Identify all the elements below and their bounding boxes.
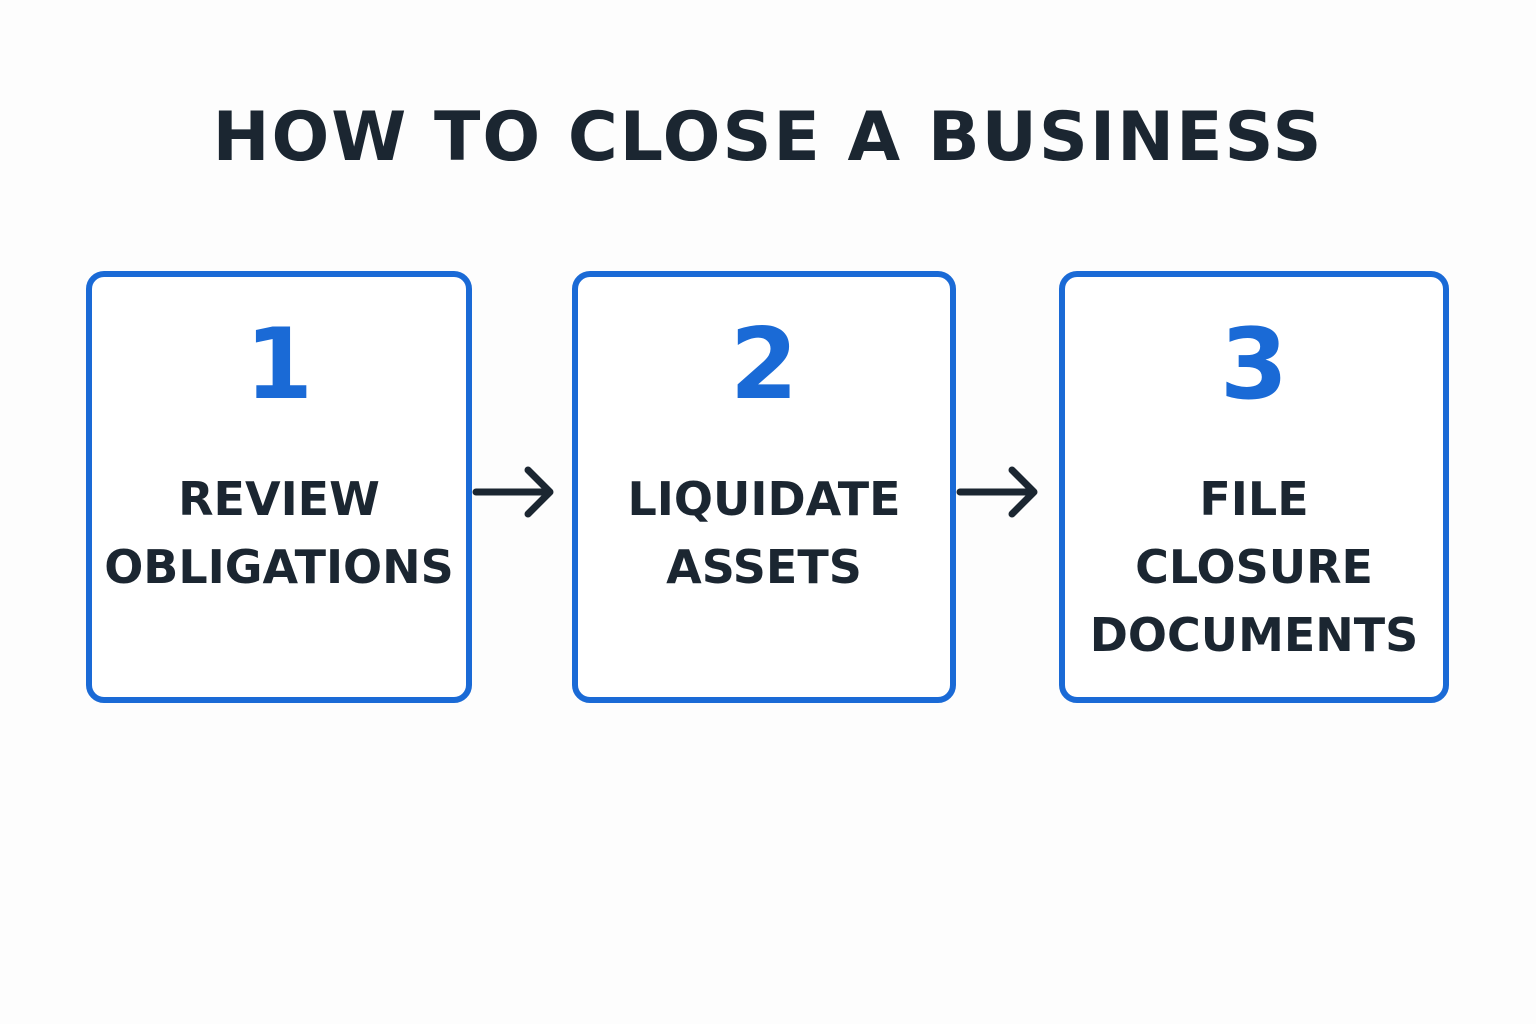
step-label-line: OBLIGATIONS (104, 540, 454, 594)
step-label-line: CLOSURE (1135, 540, 1373, 594)
step-label: LIQUIDATE ASSETS (558, 465, 970, 601)
step-label-line: REVIEW (178, 472, 380, 526)
step-box-1: 1 REVIEW OBLIGATIONS (86, 271, 472, 703)
page-title: HOW TO CLOSE A BUSINESS (212, 98, 1324, 177)
step-number: 3 (1219, 308, 1289, 422)
step-label-line: DOCUMENTS (1089, 608, 1419, 662)
arrow-right-icon (956, 466, 1038, 518)
step-label: FILE CLOSURE DOCUMENTS (1045, 465, 1463, 669)
step-label-line: FILE (1199, 472, 1309, 526)
step-box-2: 2 LIQUIDATE ASSETS (572, 271, 956, 703)
arrow-right-icon (472, 466, 554, 518)
step-number: 2 (729, 308, 799, 422)
step-number: 1 (244, 308, 314, 422)
step-box-3: 3 FILE CLOSURE DOCUMENTS (1059, 271, 1449, 703)
step-label-line: LIQUIDATE (627, 472, 901, 526)
step-label-line: ASSETS (666, 540, 862, 594)
step-label: REVIEW OBLIGATIONS (72, 465, 486, 601)
